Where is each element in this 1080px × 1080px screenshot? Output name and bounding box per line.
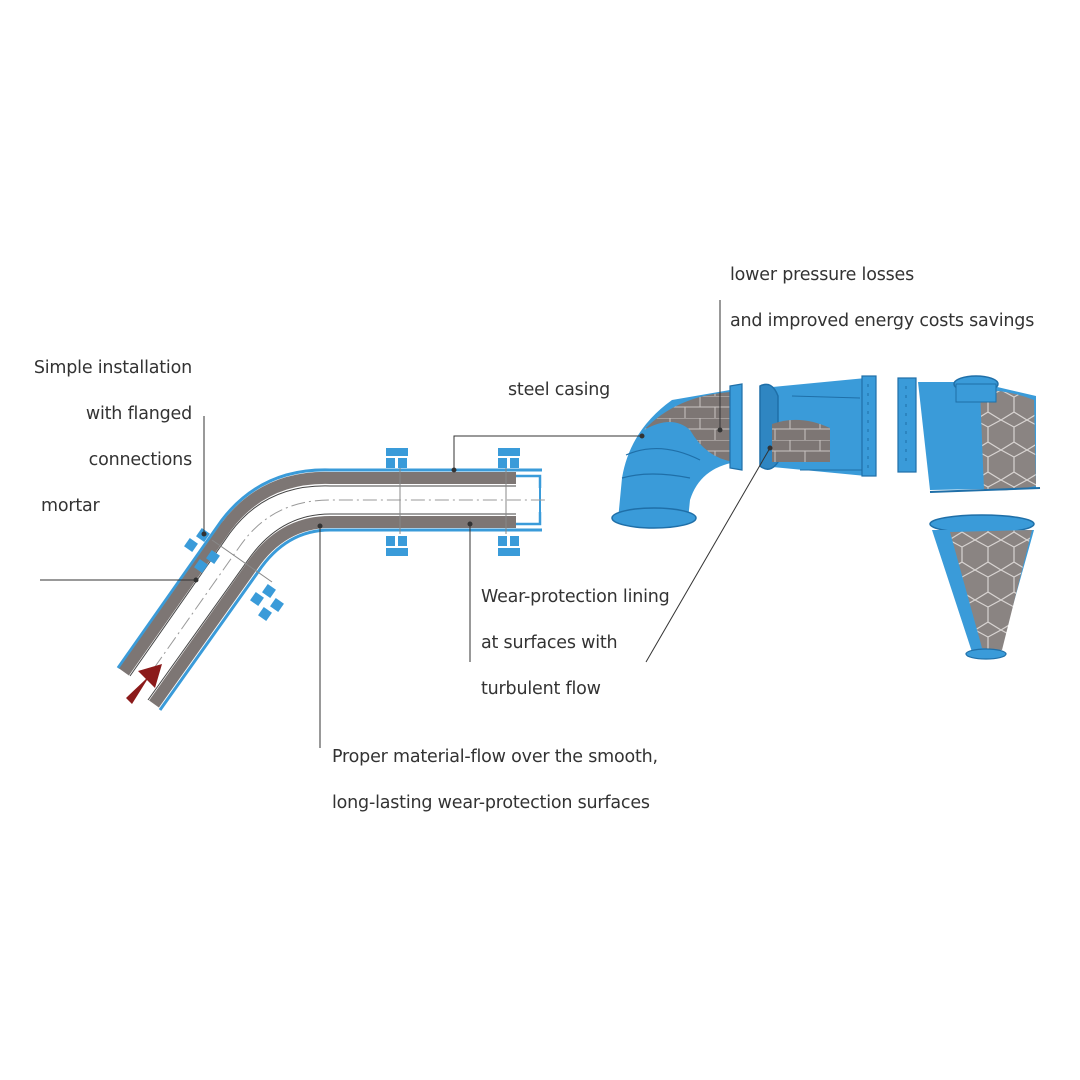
separator-body bbox=[918, 375, 1041, 493]
label-installation-1: Simple installation bbox=[33, 358, 192, 378]
label-installation-3: connections bbox=[88, 450, 193, 470]
flange-bend-upper bbox=[184, 528, 220, 573]
flange-straight-2 bbox=[498, 448, 520, 556]
label-wear-3: turbulent flow bbox=[481, 679, 601, 699]
straight-lined-section bbox=[759, 375, 877, 477]
label-mortar: mortar bbox=[41, 496, 100, 516]
elbow-component bbox=[611, 383, 743, 529]
label-installation-2: with flanged bbox=[85, 404, 192, 424]
label-wear-1: Wear-protection lining bbox=[481, 587, 670, 607]
flange-bend-lower bbox=[250, 584, 284, 621]
flow-arrow-icon bbox=[126, 664, 162, 704]
flange-straight-1 bbox=[386, 448, 408, 556]
label-flow-1: Proper material-flow over the smooth, bbox=[332, 747, 658, 767]
flange-plate bbox=[897, 377, 917, 473]
leader-lines bbox=[40, 300, 773, 748]
cone-component bbox=[929, 514, 1035, 660]
label-pressure-1: lower pressure losses bbox=[730, 265, 915, 285]
bent-pipe-section bbox=[116, 448, 545, 711]
label-steel-casing: steel casing bbox=[508, 380, 611, 400]
label-wear-2: at surfaces with bbox=[481, 633, 618, 653]
label-flow-2: long-lasting wear-protection surfaces bbox=[332, 793, 650, 813]
label-pressure-2: and improved energy costs savings bbox=[730, 311, 1035, 331]
